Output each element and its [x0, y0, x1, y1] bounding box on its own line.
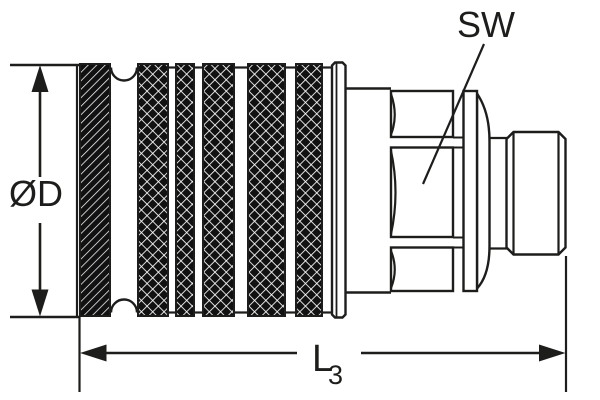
hex-facet-middle: [389, 146, 455, 239]
knurl-band: [295, 63, 323, 317]
knurl-band: [202, 63, 235, 317]
washer-ring: [462, 89, 491, 293]
diameter-arrow-down: [31, 289, 49, 317]
thread-neck: [489, 136, 507, 250]
hex-nut: [389, 89, 464, 293]
sleeve-notch-bottom: [109, 298, 139, 313]
length-label: L: [312, 338, 333, 380]
knurled-sleeve: [75, 63, 333, 317]
collar-ring: [330, 61, 347, 319]
length-arrow-right: [539, 344, 566, 362]
knurl-band: [247, 63, 286, 317]
washer-face: [475, 89, 491, 292]
knurl-band: [175, 63, 195, 317]
diameter-arrow-up: [31, 65, 49, 92]
dimension-diameter: ØD: [9, 63, 81, 319]
diameter-label: ØD: [9, 173, 63, 214]
length-label-subscript: 3: [328, 360, 343, 390]
knurl-band: [137, 63, 169, 317]
dimension-length: L 3: [78, 256, 568, 392]
wrench-leader-line: [421, 43, 486, 185]
length-arrow-left: [80, 344, 107, 362]
body-cylinder: [345, 87, 391, 294]
hex-facet-top: [389, 89, 455, 139]
wrench-callout: SW: [421, 4, 515, 185]
male-thread: [505, 130, 567, 256]
knurl-band: [79, 63, 111, 317]
wrench-size-label: SW: [457, 4, 515, 45]
hex-facet-bottom: [389, 246, 455, 293]
sleeve-notch-top: [109, 67, 139, 82]
